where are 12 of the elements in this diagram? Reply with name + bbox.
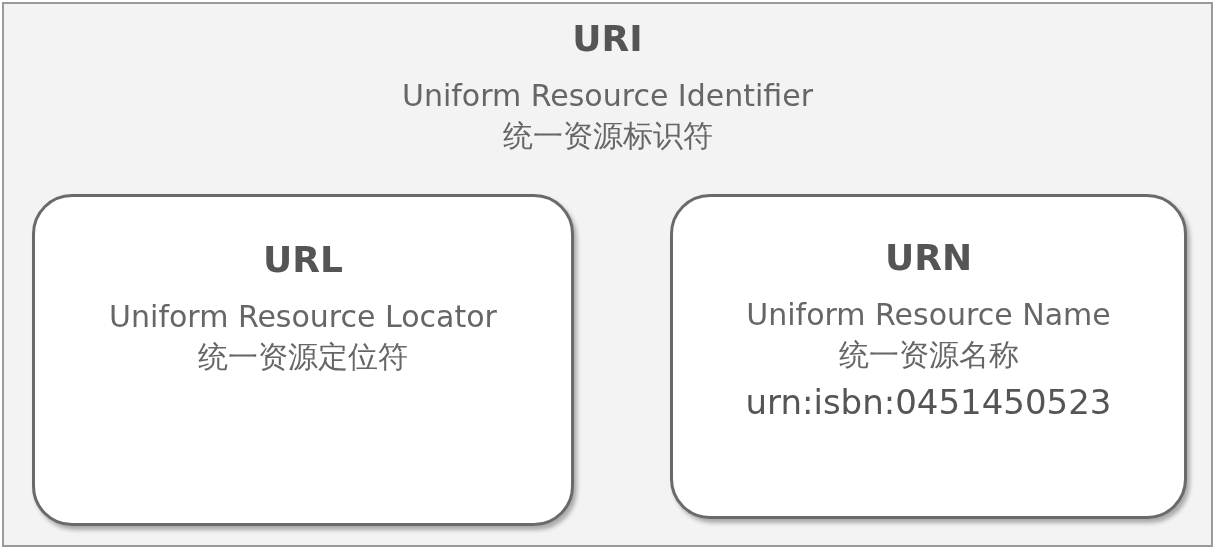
node-chinese-name: 统一资源标识符 <box>502 116 713 154</box>
node-title: URI <box>572 17 643 61</box>
node-subtitle: Uniform Resource Identifier <box>401 77 814 115</box>
node-subtitle: Uniform Resource Name <box>746 296 1111 334</box>
node-title: URN <box>884 236 973 280</box>
inner-rounded-box <box>32 194 574 526</box>
node-title: URL <box>263 238 343 282</box>
node-subtitle: Uniform Resource Locator <box>109 298 497 336</box>
inner-rounded-box <box>670 194 1187 519</box>
node-chinese-name: 统一资源名称 <box>838 335 1019 373</box>
node-chinese-name: 统一资源定位符 <box>198 337 408 375</box>
node-example: urn:isbn:0451450523 <box>745 381 1112 424</box>
